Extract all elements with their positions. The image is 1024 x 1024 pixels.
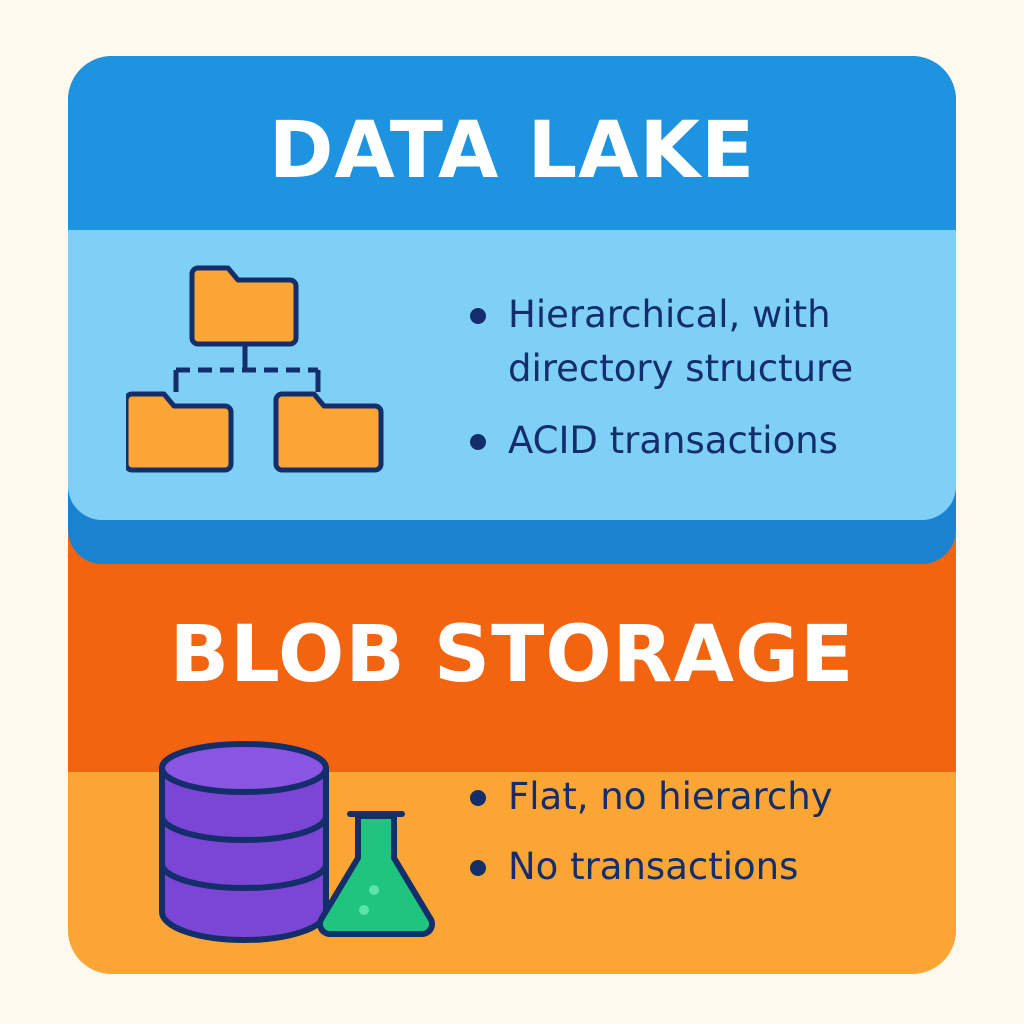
bullet-dot — [470, 860, 486, 876]
database-flask-icon — [158, 740, 438, 950]
folder-hierarchy-icon — [123, 256, 386, 476]
blob-storage-feature-item: Flat, no hierarchy — [468, 770, 938, 824]
data-lake-title: DATA LAKE — [268, 106, 756, 196]
blob-storage-feature-text: No transactions — [508, 845, 799, 888]
blob-storage-feature-item: No transactions — [468, 840, 938, 894]
bullet-dot — [470, 308, 486, 324]
blob-storage-feature-text: Flat, no hierarchy — [508, 775, 833, 818]
data-lake-header-band — [68, 56, 956, 230]
data-lake-feature-text: Hierarchical, with directory structure — [508, 293, 854, 390]
data-lake-feature-text: ACID transactions — [508, 419, 838, 462]
bullet-dot — [470, 434, 486, 450]
blob-storage-title: BLOB STORAGE — [169, 610, 855, 700]
database-icon — [159, 741, 329, 943]
bullet-dot — [470, 790, 486, 806]
data-lake-feature-item: Hierarchical, with directory structure — [468, 288, 938, 396]
blob-storage-feature-list: Flat, no hierarchy No transactions — [468, 770, 938, 894]
data-lake-feature-list: Hierarchical, with directory structure A… — [468, 288, 938, 468]
comparison-card: DATA LAKE Hierarchical, with directory s… — [68, 56, 956, 974]
data-lake-feature-item: ACID transactions — [468, 414, 938, 468]
blob-storage-header-band — [68, 536, 956, 772]
flask-icon — [317, 811, 435, 937]
